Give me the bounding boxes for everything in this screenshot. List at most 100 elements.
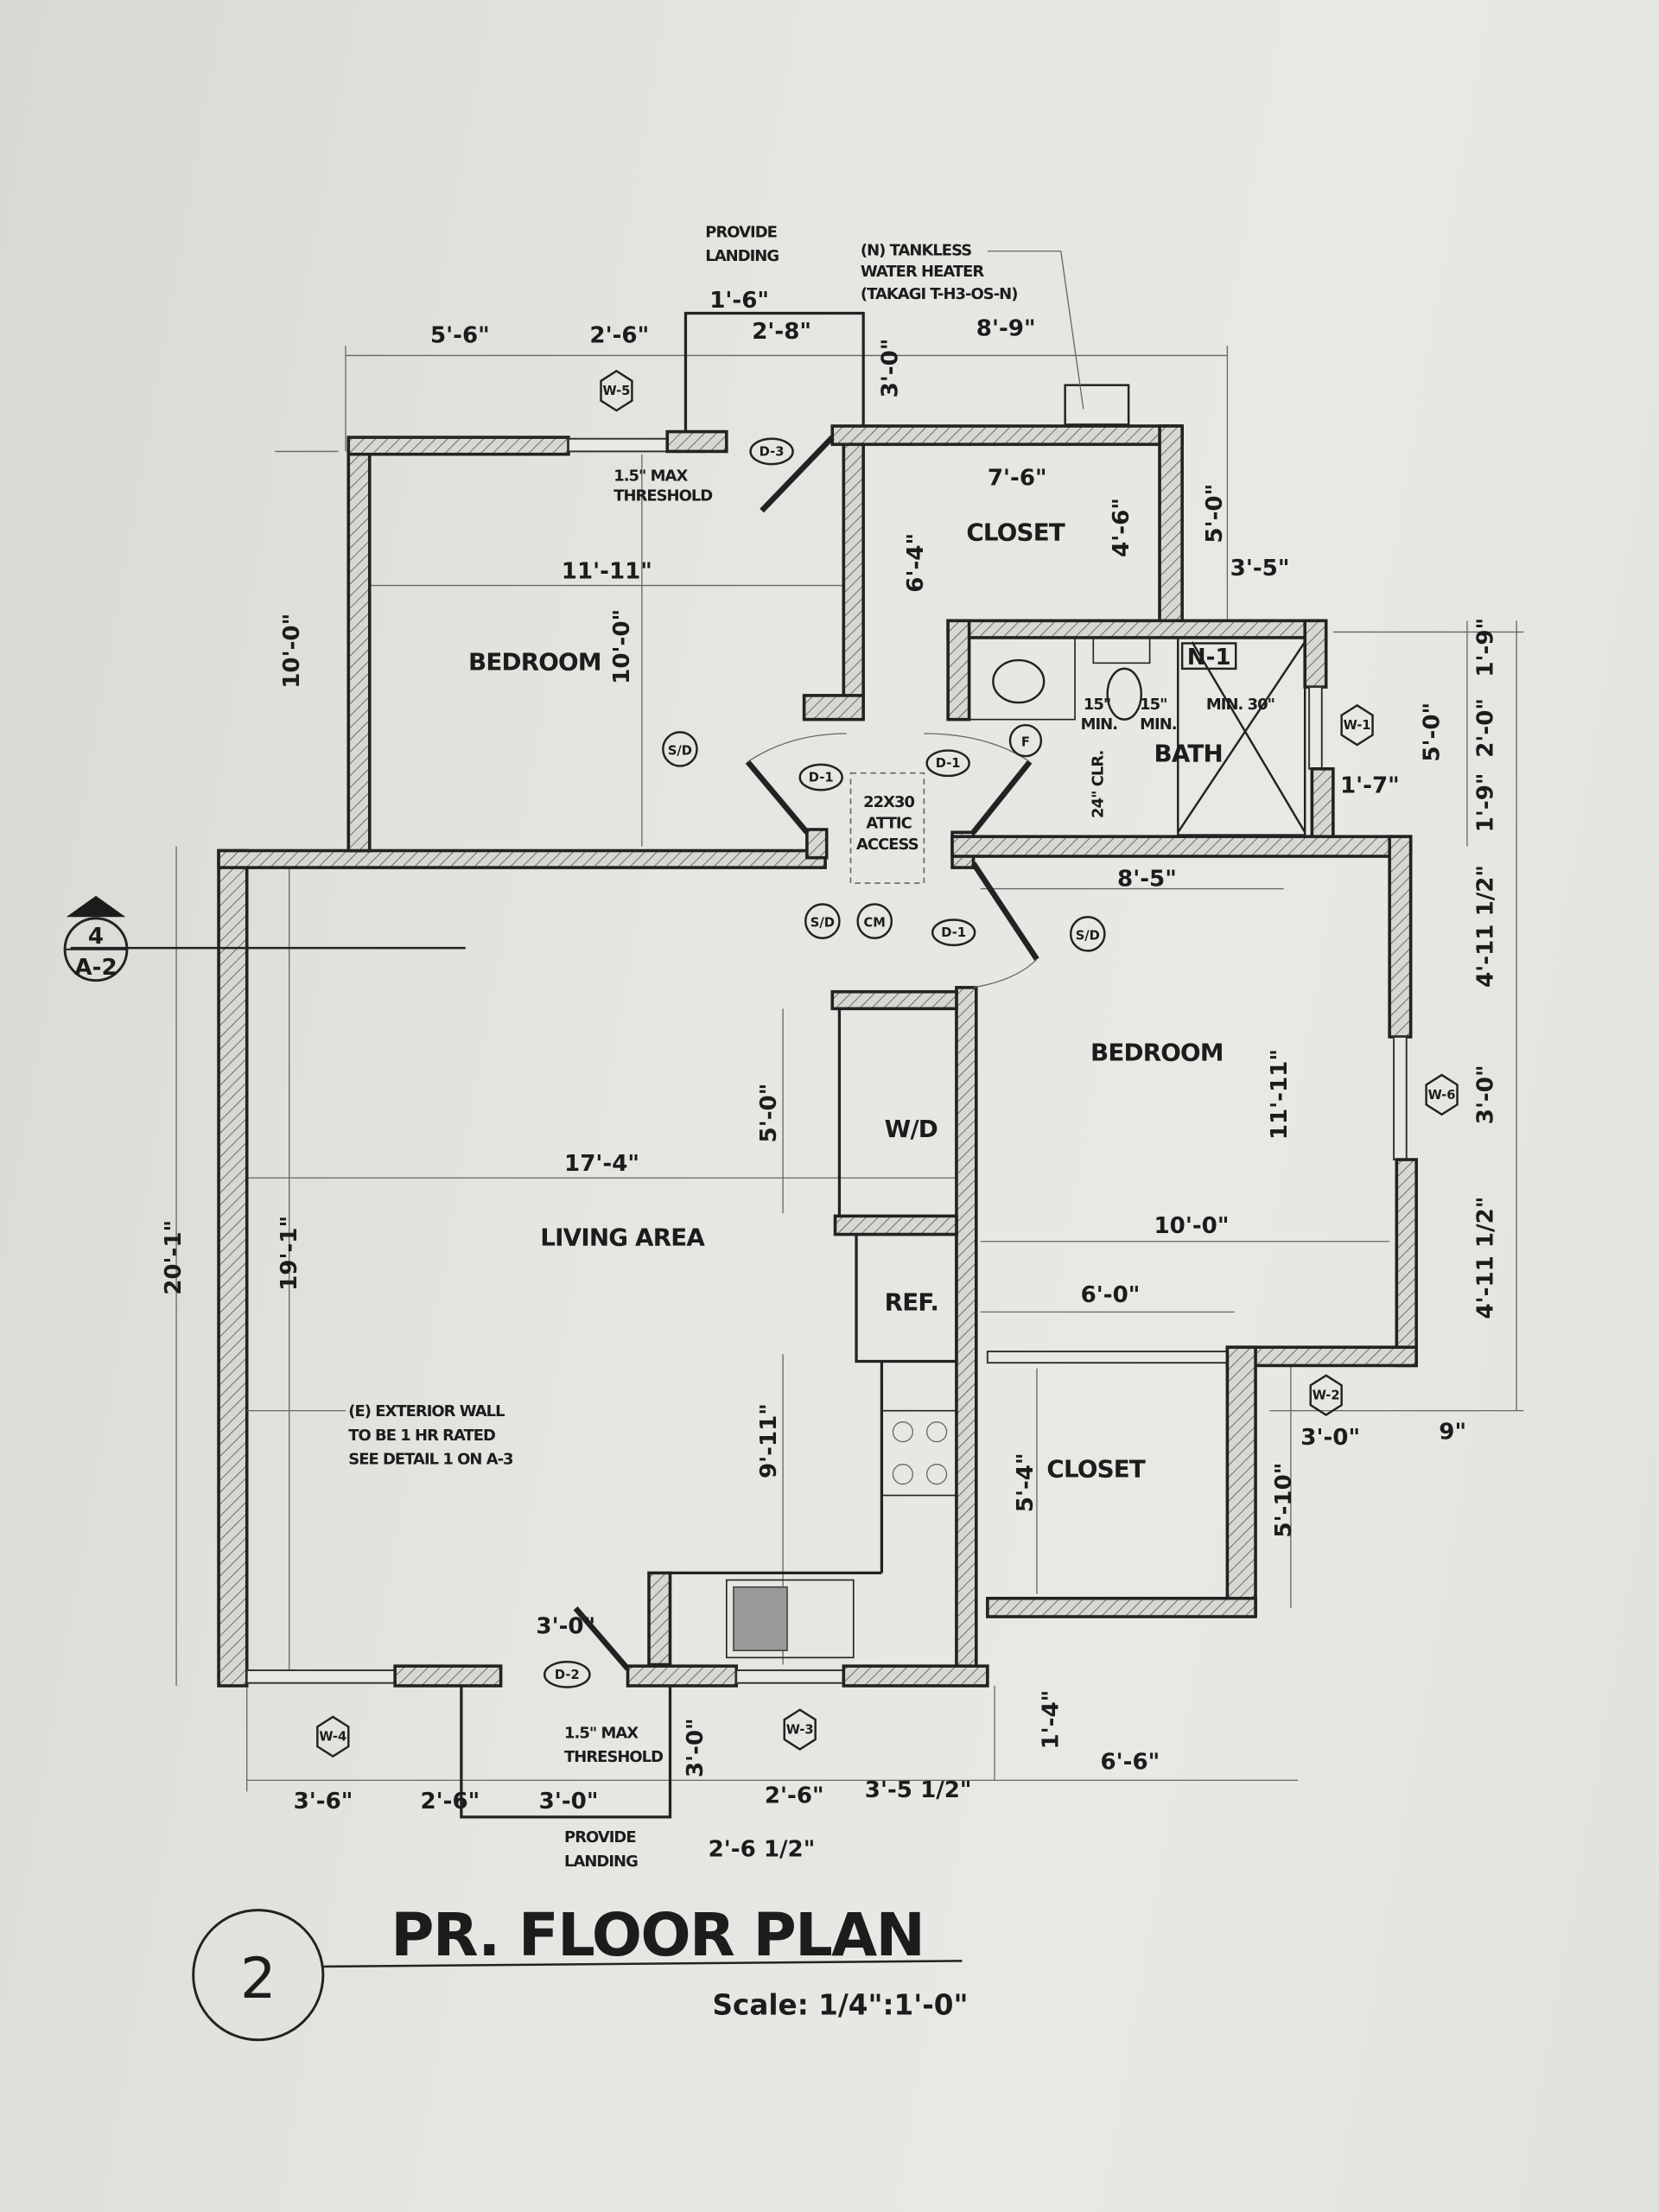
room-bedroom-1: BEDROOM (468, 648, 601, 677)
dim: 3'-5 1/2" (865, 1777, 972, 1803)
section-number: 4 (88, 924, 104, 950)
co-monitor-tag: CM (856, 903, 893, 939)
dim: 8'-9" (976, 316, 1036, 342)
dim: 3'-0" (683, 1718, 709, 1777)
room-ref: REF. (885, 1288, 938, 1317)
smoke-detector-tag-bedroom1: S/D (662, 731, 698, 767)
tag-text: S/D (1076, 928, 1100, 943)
tag-text: D-1 (936, 756, 961, 771)
room-closet-2: CLOSET (1046, 1454, 1146, 1483)
window-tag-w6: W-6 (1425, 1073, 1459, 1116)
note-provide-landing-top-2: LANDING (705, 247, 779, 265)
plan-scale: Scale: 1/4":1'-0" (712, 1988, 968, 2021)
door-tag-d1-right: D-1 (925, 749, 970, 778)
room-bath: BATH (1154, 740, 1223, 768)
attic-label-2: ATTIC (866, 814, 912, 832)
note-threshold-top-2: THRESHOLD (613, 487, 712, 505)
note-provide-landing-bottom-2: LANDING (564, 1853, 638, 1871)
tag-text: D-1 (941, 925, 966, 940)
kitchen-sink (726, 1579, 855, 1659)
dim: 3'-0" (877, 339, 903, 398)
dim: 5'-0" (756, 1084, 782, 1143)
dim: 2'-8" (752, 319, 811, 345)
dim: 6'-6" (1100, 1749, 1160, 1775)
dim: 3'-5" (1230, 556, 1290, 582)
attic-label-3: ACCESS (856, 836, 918, 854)
note-shower-min: MIN. 30" (1206, 696, 1274, 714)
tag-text: S/D (810, 916, 835, 931)
tag-text: CM (864, 916, 886, 931)
window-tag-w5: W-5 (600, 369, 633, 412)
door-tag-d1-left: D-1 (798, 763, 843, 791)
dim: 2'-6" (765, 1783, 824, 1809)
dim: 5'-4" (1013, 1452, 1039, 1512)
dim: 19'-1" (276, 1216, 302, 1291)
dim: 9" (1439, 1419, 1466, 1445)
title-block: 2 PR. FLOOR PLAN Scale: 1/4":1'-0" (192, 1901, 968, 2042)
dim: 2'-6" (589, 323, 649, 349)
dim: 5'-6" (430, 323, 490, 349)
tag-text: W-4 (319, 1730, 346, 1745)
dim: 10'-0" (1154, 1213, 1230, 1239)
note-provide-landing-top: PROVIDE (705, 223, 777, 241)
dim: 17'-4" (564, 1151, 639, 1177)
window-tag-w3: W-3 (783, 1708, 817, 1751)
section-marker: 4 A-2 (63, 895, 466, 982)
detail-number: 2 (240, 1946, 276, 2012)
dim: 6'-0" (1081, 1282, 1141, 1308)
dim: 9'-11" (756, 1403, 782, 1478)
note-exterior-wall: (E) EXTERIOR WALL (348, 1402, 505, 1421)
dim: 10'-0" (279, 613, 305, 689)
note-threshold-bottom: 1.5" MAX (564, 1724, 639, 1742)
note-water-heater-3: (TAKAGI T-H3-OS-N) (861, 285, 1018, 303)
tag-text: W-2 (1313, 1389, 1340, 1403)
tag-text: D-3 (760, 444, 785, 459)
smoke-detector-tag-bedroom2: S/D (1069, 916, 1106, 952)
dim: 3'-0" (1472, 1065, 1498, 1124)
fixtures (460, 311, 1306, 1819)
section-sheet: A-2 (74, 955, 117, 981)
tag-text: D-2 (555, 1668, 580, 1682)
shower-tag-n1: N-1 (1180, 642, 1237, 671)
dim: 4'-6" (1109, 498, 1135, 557)
walls (217, 424, 1418, 1688)
dim: 5'-0" (1419, 702, 1445, 762)
note-toilet-clear-right-2: MIN. (1140, 715, 1176, 734)
dim: 10'-0" (609, 609, 635, 684)
dim: 1'-9" (1472, 772, 1498, 832)
note-water-heater-2: WATER HEATER (861, 263, 984, 281)
note-toilet-clear-left: 15" (1084, 696, 1110, 714)
dim: 20'-1" (161, 1220, 187, 1295)
plan-title: PR. FLOOR PLAN (391, 1901, 924, 1970)
room-living-area: LIVING AREA (540, 1224, 705, 1252)
tag-text: N-1 (1187, 645, 1231, 671)
dim: 3'-0" (1300, 1425, 1360, 1451)
dimension-lines (175, 346, 1524, 1792)
dim: 5'-10" (1271, 1463, 1297, 1538)
tag-text: W-5 (603, 384, 631, 398)
door-tag-d2: D-2 (543, 1661, 591, 1688)
note-provide-landing-bottom: PROVIDE (564, 1828, 636, 1847)
note-exterior-wall-3: SEE DETAIL 1 ON A-3 (348, 1451, 513, 1469)
note-24-clear: 24" CLR. (1090, 751, 1108, 818)
note-toilet-clear-left-2: MIN. (1081, 715, 1117, 734)
dimension-labels: 5'-6" 2'-6" 1'-6" 2'-8" 3'-0" 8'-9" 7'-6… (161, 288, 1498, 1863)
window-tag-w4: W-4 (316, 1715, 350, 1758)
dim: 3'-6" (294, 1789, 353, 1815)
dim: 4'-11 1/2" (1472, 865, 1498, 988)
dim: 3'-0" (536, 1614, 595, 1640)
door-tag-d1-bottom: D-1 (931, 918, 976, 947)
dim: 1'-4" (1038, 1690, 1064, 1750)
room-wd: W/D (885, 1115, 938, 1143)
window-tag-w2: W-2 (1309, 1374, 1343, 1417)
dim: 7'-6" (988, 466, 1047, 492)
note-toilet-clear-right: 15" (1140, 696, 1166, 714)
notes: PROVIDE LANDING (N) TANKLESS WATER HEATE… (246, 223, 1275, 1871)
room-labels: BEDROOM CLOSET BATH BEDROOM LIVING AREA … (468, 518, 1224, 1483)
window-tag-w1: W-1 (1340, 703, 1374, 747)
dim: 5'-0" (1202, 484, 1228, 543)
dim: 2'-6" (421, 1789, 480, 1815)
tag-text: F (1021, 735, 1030, 750)
